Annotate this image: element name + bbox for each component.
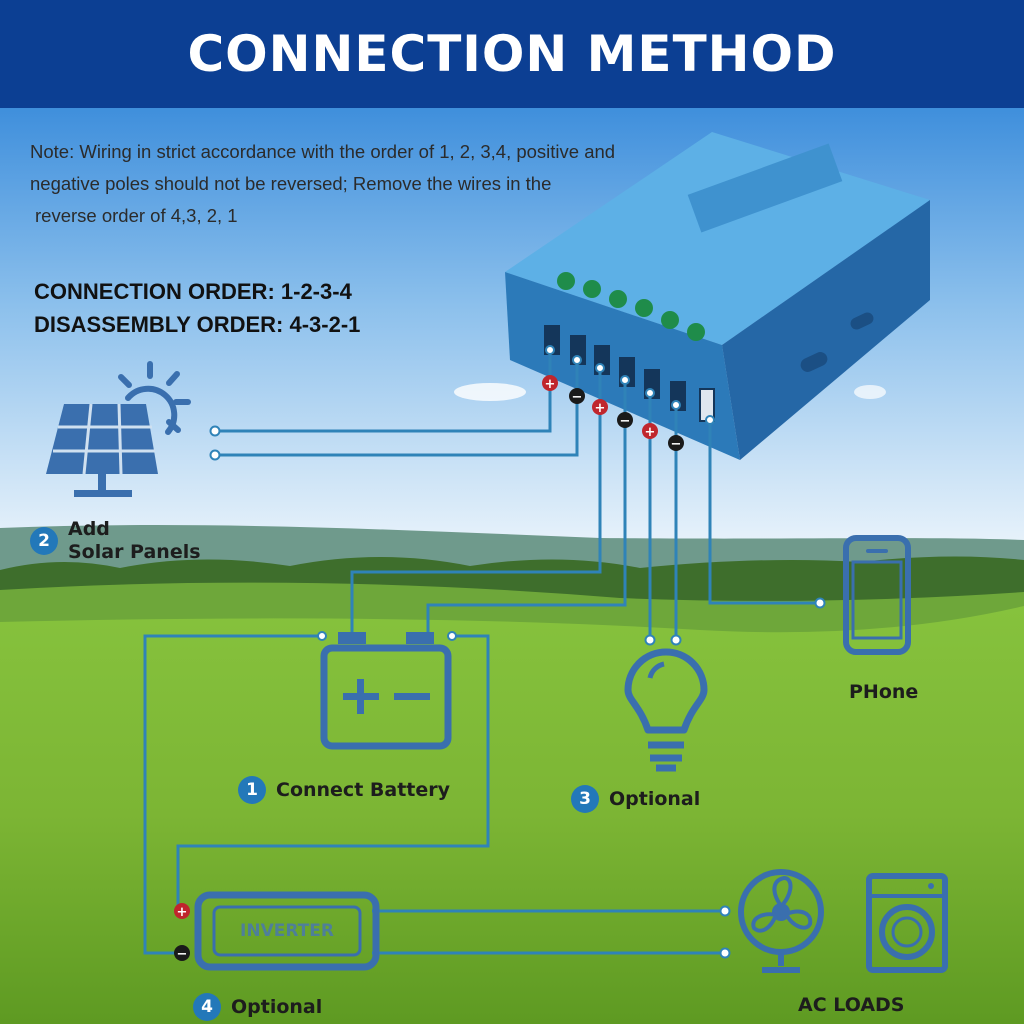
ac-loads-label: AC LOADS <box>798 994 905 1016</box>
terminal-screw <box>557 272 575 290</box>
svg-text:−: − <box>572 390 583 405</box>
negative-marker <box>668 435 684 451</box>
step-label-line: Solar Panels <box>68 541 201 563</box>
step-number-badge: 4 <box>193 993 221 1021</box>
order-block: CONNECTION ORDER: 1-2-3-4 DISASSEMBLY OR… <box>34 275 360 341</box>
fan-icon <box>738 869 824 973</box>
step-label: Optional <box>231 995 323 1018</box>
step-solar-panels: 2 Add Solar Panels <box>30 518 201 564</box>
connection-order: CONNECTION ORDER: 1-2-3-4 <box>34 279 352 304</box>
phone-label: PHone <box>849 681 919 703</box>
svg-text:+: + <box>545 377 556 392</box>
negative-marker <box>617 412 633 428</box>
controller-side <box>722 200 930 460</box>
step-optional-load: 3 Optional <box>571 785 700 813</box>
controller-label-plate <box>687 143 843 233</box>
step-label: Connect Battery <box>276 778 451 801</box>
note-line: reverse order of 4,3, 2, 1 <box>35 205 238 226</box>
note-line: negative poles should not be reversed; R… <box>30 173 552 194</box>
svg-text:−: − <box>620 414 631 429</box>
wire-battery-positive <box>350 368 602 636</box>
svg-text:+: + <box>177 905 188 920</box>
step-number-badge: 3 <box>571 785 599 813</box>
battery-icon <box>320 632 452 750</box>
terminal-screw <box>635 299 653 317</box>
disassembly-order: DISASSEMBLY ORDER: 4-3-2-1 <box>34 312 361 337</box>
terminal-screw <box>583 280 601 298</box>
step-label: Add Solar Panels <box>68 518 201 564</box>
phone-icon <box>843 535 911 655</box>
note-line: Note: Wiring in strict accordance with t… <box>30 141 616 162</box>
step-number-badge: 1 <box>238 776 266 804</box>
bulb-icon <box>624 648 708 772</box>
inverter-icon <box>194 891 380 971</box>
cloud <box>854 385 886 399</box>
negative-marker <box>174 945 190 961</box>
positive-marker <box>642 423 658 439</box>
solar-panel-icon <box>46 361 191 497</box>
svg-text:−: − <box>671 437 682 452</box>
wire-battery-negative <box>426 380 627 636</box>
terminal-screw <box>661 311 679 329</box>
charge-controller <box>505 132 930 460</box>
cloud <box>454 383 526 401</box>
inverter-label: INVERTER <box>240 921 334 941</box>
terminal-screw <box>687 323 705 341</box>
svg-text:+: + <box>645 425 656 440</box>
step-connect-battery: 1 Connect Battery <box>238 776 450 804</box>
wire-inverter-negative <box>143 634 318 955</box>
page-title: CONNECTION METHOD <box>187 25 837 83</box>
step-number-badge: 2 <box>30 527 58 555</box>
svg-text:+: + <box>595 401 606 416</box>
wire-end-dots <box>209 345 826 959</box>
wires <box>143 350 820 955</box>
svg-text:−: − <box>177 947 188 962</box>
positive-marker <box>174 903 190 919</box>
positive-marker <box>592 399 608 415</box>
title-banner: CONNECTION METHOD <box>0 0 1024 108</box>
polarity-markers: + − + − + − + − <box>174 375 684 962</box>
mount-slot <box>800 352 828 372</box>
wire-inverter-positive <box>176 634 490 910</box>
washing-machine-icon <box>866 873 948 973</box>
terminal-screw <box>609 290 627 308</box>
sun-icon <box>118 361 191 435</box>
step-optional-inverter: 4 Optional <box>193 993 322 1021</box>
step-label: Optional <box>609 787 701 810</box>
wire-usb <box>708 420 820 605</box>
step-label-line: Add <box>68 518 110 540</box>
positive-marker <box>542 375 558 391</box>
field <box>0 606 1024 1024</box>
mount-slot <box>850 312 874 330</box>
negative-marker <box>569 388 585 404</box>
wiring-note: Note: Wiring in strict accordance with t… <box>30 136 640 232</box>
